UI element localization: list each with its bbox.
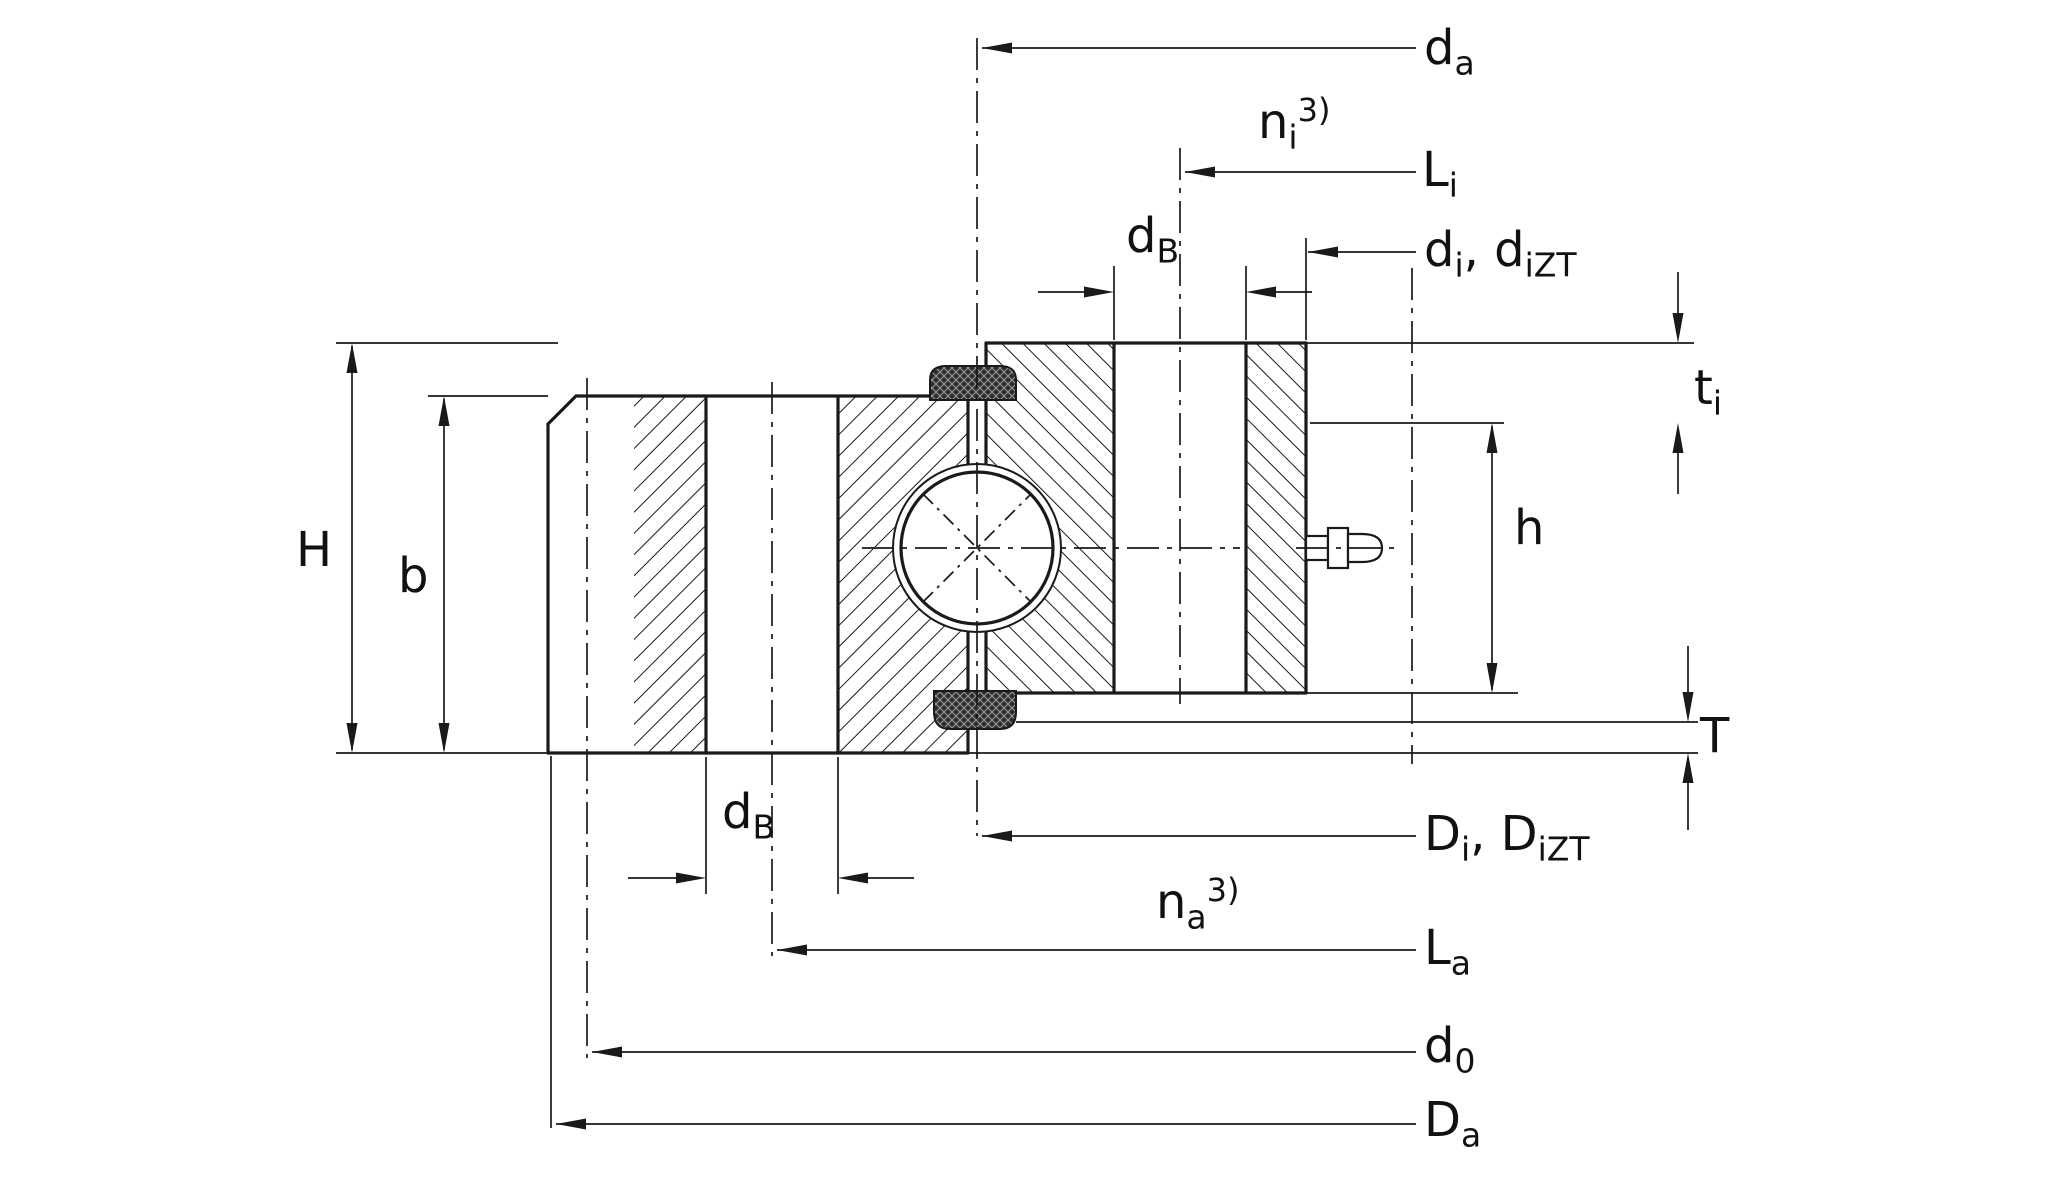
- dim-label-da: da: [1424, 20, 1475, 83]
- dim-label-d0: d0: [1424, 1018, 1476, 1081]
- lower-seal: [933, 690, 1017, 730]
- dim-label-li: Li: [1422, 142, 1458, 205]
- dim-label-di-dizt: di, diZT: [1424, 222, 1577, 285]
- dimension-lines: [351, 47, 1689, 1125]
- dim-label-hh: H: [296, 522, 333, 578]
- dim-label-na: na3): [1156, 871, 1240, 937]
- center-lines: [586, 38, 1413, 1058]
- dim-label-di-dizt-outer: Di, DiZT: [1424, 806, 1590, 869]
- dim-label-ti: ti: [1694, 360, 1722, 423]
- dimension-arrows: [346, 42, 1694, 1130]
- dim-label-ni: ni3): [1258, 91, 1331, 157]
- dim-label-db-bottom: dB: [722, 784, 776, 847]
- upper-seal: [929, 365, 1017, 401]
- dim-label-da-outer: Da: [1424, 1092, 1482, 1155]
- dim-label-db-top: dB: [1126, 208, 1180, 271]
- dim-label-b: b: [398, 548, 429, 604]
- dim-label-la: La: [1424, 920, 1471, 983]
- extension-lines: [336, 238, 1698, 1128]
- dim-label-t: T: [1700, 708, 1730, 764]
- dim-label-h: h: [1514, 500, 1545, 556]
